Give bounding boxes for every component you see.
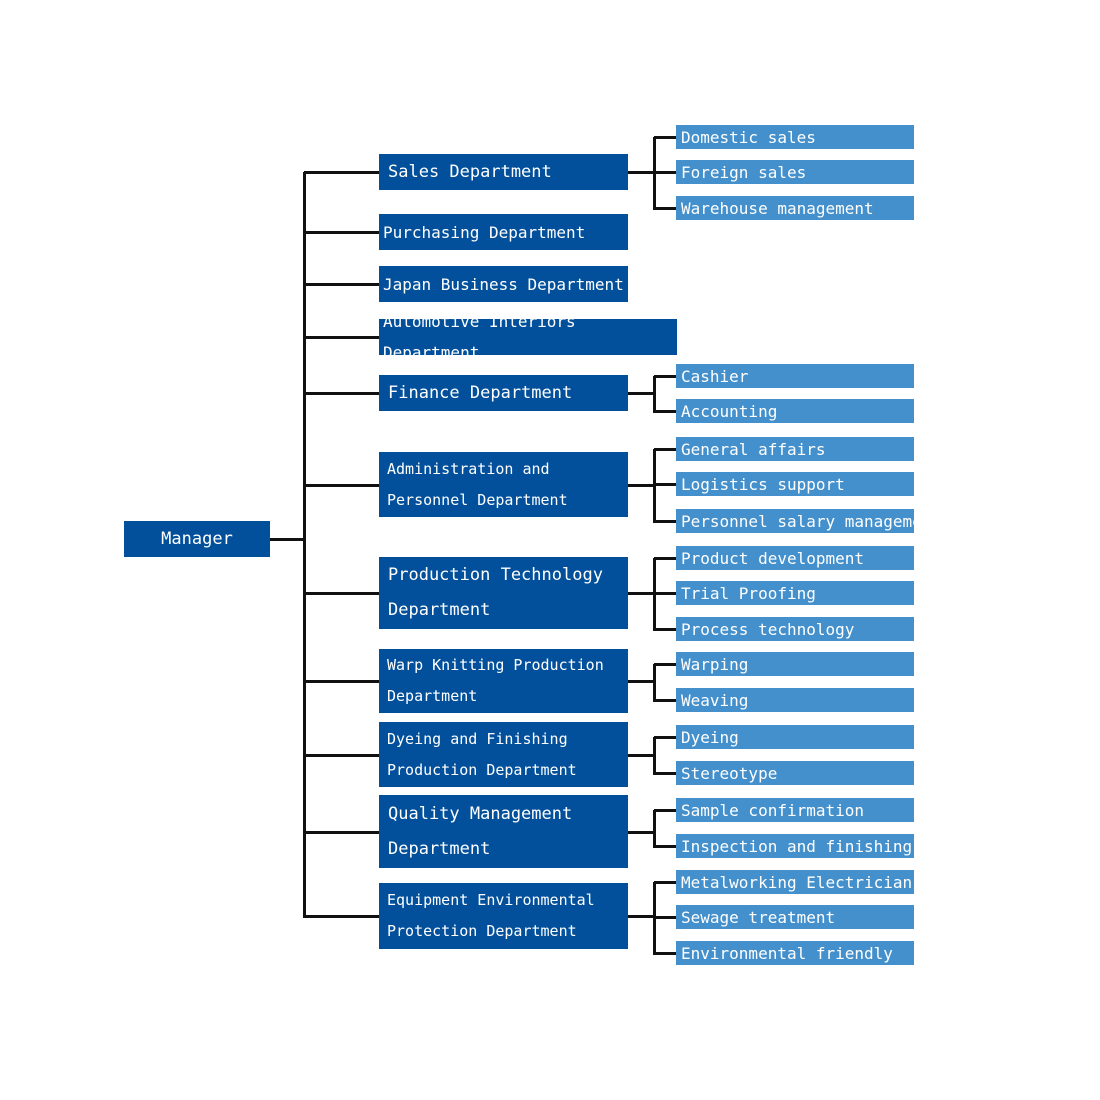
department-node: Equipment Environmental Protection Depar…	[379, 883, 628, 949]
sub-unit-node: Weaving	[676, 688, 914, 712]
leaf-connector	[654, 171, 676, 174]
department-node: Finance Department	[379, 375, 628, 411]
leaf-connector	[654, 136, 676, 139]
sub-unit-node: Stereotype	[676, 761, 914, 785]
department-node: Administration and Personnel Department	[379, 452, 628, 517]
sub-unit-node: Environmental friendly	[676, 941, 914, 965]
leaf-connector	[654, 916, 676, 919]
dept-connector	[304, 592, 379, 595]
leaf-connector	[654, 520, 676, 523]
sub-branch-connector	[653, 449, 656, 523]
sub-connector	[628, 915, 654, 918]
leaf-connector	[654, 448, 676, 451]
leaf-connector	[654, 952, 676, 955]
dept-connector	[304, 336, 379, 339]
sub-unit-node: Domestic sales	[676, 125, 914, 149]
dept-connector	[304, 680, 379, 683]
sub-unit-node: Sample confirmation	[676, 798, 914, 822]
dept-connector	[304, 753, 379, 757]
dept-connector	[304, 171, 379, 174]
sub-unit-node: Warehouse management	[676, 196, 914, 220]
sub-branch-connector	[653, 737, 656, 775]
dept-connector	[304, 830, 379, 834]
leaf-connector	[654, 845, 676, 848]
root-connector	[270, 538, 304, 541]
dept-connector	[304, 392, 379, 395]
trunk-connector	[303, 172, 306, 918]
department-node: Purchasing Department	[379, 214, 628, 250]
dept-connector	[304, 283, 379, 286]
department-node: Dyeing and Finishing Production Departme…	[379, 722, 628, 787]
sub-unit-node: Sewage treatment	[676, 905, 914, 929]
sub-branch-connector	[653, 664, 656, 702]
sub-unit-node: Warping	[676, 652, 914, 676]
sub-unit-node: Foreign sales	[676, 160, 914, 184]
sub-connector	[628, 483, 654, 487]
sub-unit-node: Dyeing	[676, 725, 914, 749]
sub-branch-connector	[653, 376, 656, 413]
sub-connector	[628, 830, 654, 834]
leaf-connector	[654, 207, 676, 210]
dept-connector	[304, 483, 379, 487]
leaf-connector	[654, 483, 676, 486]
leaf-connector	[654, 410, 676, 413]
sub-unit-node: Logistics support	[676, 472, 914, 496]
leaf-connector	[654, 699, 676, 702]
leaf-connector	[654, 881, 676, 884]
sub-connector	[628, 592, 654, 595]
leaf-connector	[654, 736, 676, 739]
sub-unit-node: General affairs	[676, 437, 914, 461]
sub-unit-node: Inspection and finishing	[676, 834, 914, 858]
sub-unit-node: Metalworking Electrician	[676, 870, 914, 894]
sub-unit-node: Cashier	[676, 364, 914, 388]
leaf-connector	[654, 663, 676, 666]
leaf-connector	[654, 809, 676, 812]
leaf-connector	[654, 557, 676, 560]
dept-connector	[304, 231, 379, 234]
department-node: Sales Department	[379, 154, 628, 190]
sub-unit-node: Process technology	[676, 617, 914, 641]
root-node: Manager	[124, 521, 270, 557]
sub-connector	[628, 392, 654, 395]
department-node: Quality Management Department	[379, 795, 628, 868]
dept-connector	[304, 915, 379, 918]
department-node: Automotive Interiors Department	[379, 319, 677, 355]
leaf-connector	[654, 628, 676, 631]
sub-unit-node: Product development	[676, 546, 914, 570]
sub-connector	[628, 680, 654, 683]
leaf-connector	[654, 375, 676, 378]
department-node: Japan Business Department	[379, 266, 628, 302]
sub-unit-node: Personnel salary management	[676, 509, 914, 533]
sub-connector	[628, 171, 654, 174]
department-node: Production Technology Department	[379, 557, 628, 629]
sub-connector	[628, 753, 654, 757]
leaf-connector	[654, 592, 676, 595]
department-node: Warp Knitting Production Department	[379, 649, 628, 713]
sub-branch-connector	[653, 810, 656, 848]
sub-unit-node: Accounting	[676, 399, 914, 423]
leaf-connector	[654, 772, 676, 775]
sub-unit-node: Trial Proofing	[676, 581, 914, 605]
